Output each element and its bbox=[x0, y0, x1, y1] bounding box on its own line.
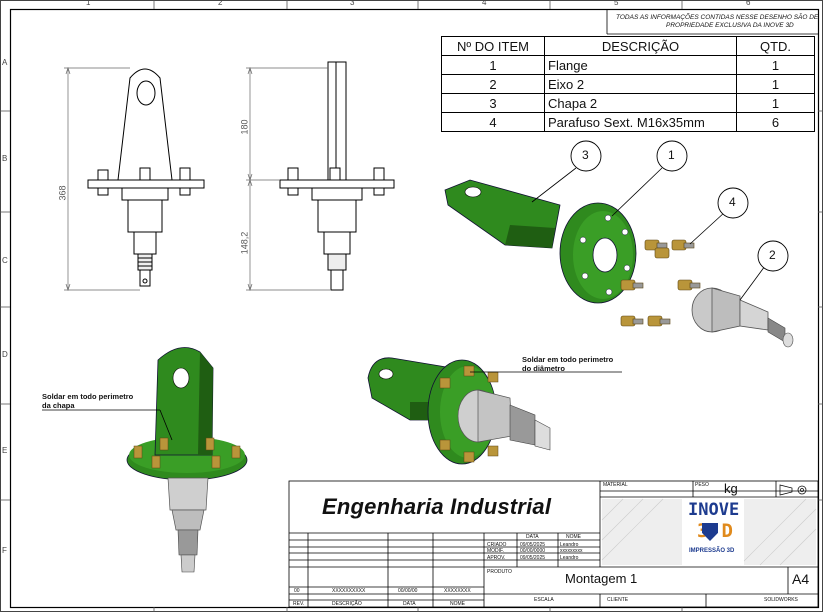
rev-row-name: xxxxxxxxx bbox=[560, 548, 583, 554]
rev-row-date: 09/05/2025 bbox=[520, 542, 546, 548]
bom-qty: 1 bbox=[736, 93, 815, 113]
weld-note-right-1: Soldar em todo perimetro bbox=[522, 355, 614, 364]
sheet-size: A4 bbox=[792, 571, 810, 587]
label-data: DATA bbox=[403, 601, 416, 607]
balloon-3: 3 bbox=[582, 148, 589, 162]
bottom-desc: XXXXXXXXXX bbox=[332, 588, 366, 594]
bom-item: 2 bbox=[441, 74, 545, 94]
zone-row-c: C bbox=[2, 256, 8, 265]
dim-overall: 368 bbox=[57, 185, 68, 201]
material-label: MATERIAL bbox=[603, 482, 628, 488]
bottom-rev-code: 00 bbox=[294, 588, 300, 594]
bom-qty: 6 bbox=[736, 112, 815, 132]
zone-row-b: B bbox=[2, 154, 8, 163]
iso-view-middle bbox=[367, 357, 551, 465]
bom-header-qty: QTD. bbox=[736, 36, 815, 56]
bom-item: 4 bbox=[441, 112, 545, 132]
zone-col-4: 4 bbox=[482, 0, 487, 7]
company-title: Engenharia Industrial bbox=[322, 494, 552, 519]
software-label: SOLIDWORKS bbox=[764, 597, 798, 603]
label-nome: NOME bbox=[450, 601, 465, 607]
produto-value: Montagem 1 bbox=[565, 571, 638, 586]
bom-item: 1 bbox=[441, 55, 545, 75]
bottom-date: 00/00/00 bbox=[398, 588, 418, 594]
weld-note-left-1: Soldar em todo perimetro bbox=[42, 392, 134, 401]
bom-row: 4 Parafuso Sext. M16x35mm 6 bbox=[441, 112, 815, 132]
bom-row: 2 Eixo 2 1 bbox=[441, 74, 815, 94]
side-view bbox=[279, 61, 395, 291]
rev-row-date: 00/00/0000 bbox=[520, 548, 546, 554]
balloon-4: 4 bbox=[729, 195, 736, 209]
peso-label: PESO bbox=[695, 482, 709, 488]
bom-qty: 1 bbox=[736, 55, 815, 75]
bom-desc: Flange bbox=[544, 55, 737, 75]
bom-item: 3 bbox=[441, 93, 545, 113]
bom-desc: Eixo 2 bbox=[544, 74, 737, 94]
front-view bbox=[87, 68, 205, 287]
logo-line-3: IMPRESSÃO 3D bbox=[689, 548, 735, 554]
bom-desc: Parafuso Sext. M16x35mm bbox=[544, 112, 737, 132]
zone-row-e: E bbox=[2, 446, 8, 455]
logo-shield-icon bbox=[702, 523, 718, 541]
label-descricao: DESCRIÇÃO bbox=[332, 601, 362, 607]
bom-header-row: Nº DO ITEM DESCRIÇÃO QTD. bbox=[441, 36, 815, 56]
bom-table: Nº DO ITEM DESCRIÇÃO QTD. 1 Flange 1 2 E… bbox=[441, 36, 815, 132]
rev-row-label: APROV. bbox=[487, 555, 506, 561]
zone-row-f: F bbox=[2, 546, 7, 555]
balloon-2: 2 bbox=[769, 248, 776, 262]
peso-unit: kg bbox=[724, 481, 738, 496]
zone-col-3: 3 bbox=[350, 0, 355, 7]
rev-header-nome: NOME bbox=[566, 534, 581, 540]
bottom-name: XXXXXXXX bbox=[444, 588, 471, 594]
exploded-view bbox=[444, 179, 794, 348]
rev-row-label: MODIF. bbox=[487, 548, 504, 554]
produto-label: PRODUTO bbox=[487, 569, 512, 575]
rev-row-name: Leandro bbox=[560, 555, 579, 561]
logo-line-1: INOVE bbox=[688, 500, 740, 520]
zone-col-5: 5 bbox=[614, 0, 619, 7]
zone-col-6: 6 bbox=[746, 0, 751, 7]
bom-row: 3 Chapa 2 1 bbox=[441, 93, 815, 113]
escala-label: ESCALA bbox=[534, 597, 554, 603]
notice-line-2: PROPRIEDADE EXCLUSIVA DA INOVE 3D bbox=[666, 22, 794, 29]
bom-qty: 1 bbox=[736, 74, 815, 94]
cliente-label: CLIENTE bbox=[607, 597, 629, 603]
rev-row-date: 09/05/2025 bbox=[520, 555, 546, 561]
zone-col-1: 1 bbox=[86, 0, 91, 7]
notice-line-1: TODAS AS INFORMAÇÕES CONTIDAS NESSE DESE… bbox=[616, 14, 819, 21]
dim-lower: 148,2 bbox=[239, 231, 250, 255]
balloon-1: 1 bbox=[668, 148, 675, 162]
dim-upper: 180 bbox=[239, 119, 250, 135]
zone-row-a: A bbox=[2, 58, 8, 67]
zone-col-2: 2 bbox=[218, 0, 223, 7]
iso-view-left bbox=[126, 347, 248, 573]
bom-header-item: Nº DO ITEM bbox=[441, 36, 545, 56]
weld-note-right-2: do diâmetro bbox=[522, 364, 565, 373]
bom-row: 1 Flange 1 bbox=[441, 55, 815, 75]
label-rev: REV. bbox=[293, 601, 305, 607]
rev-row-label: CRIADO bbox=[487, 542, 507, 548]
weld-note-left-2: da chapa bbox=[42, 401, 75, 410]
zone-row-d: D bbox=[2, 350, 8, 359]
bom-header-desc: DESCRIÇÃO bbox=[544, 36, 737, 56]
bom-desc: Chapa 2 bbox=[544, 93, 737, 113]
rev-header-data: DATA bbox=[526, 534, 539, 540]
rev-row-name: Leandro bbox=[560, 542, 579, 548]
